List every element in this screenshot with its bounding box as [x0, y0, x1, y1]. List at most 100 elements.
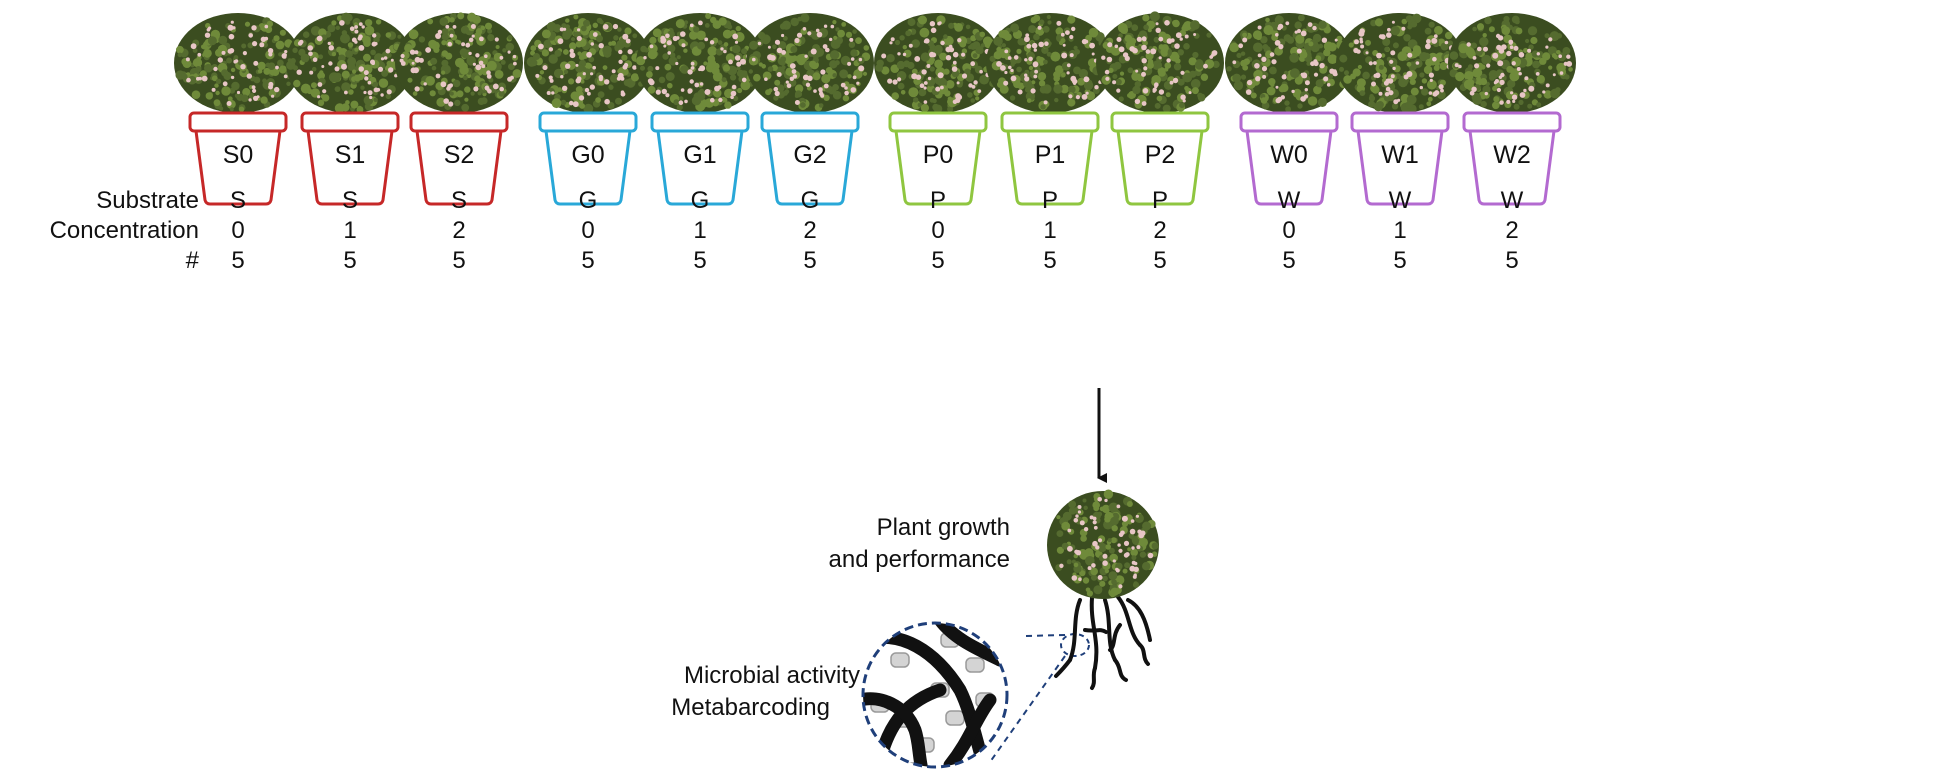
pot-s0: S0	[168, 0, 308, 210]
pot-label: W1	[1381, 141, 1419, 169]
pot-body	[766, 129, 854, 206]
pot-body	[894, 129, 982, 206]
microbe-cell	[965, 657, 985, 673]
plant-growth-label-line2: and performance	[828, 546, 1010, 573]
pot-p1: P1	[980, 0, 1120, 210]
plant-growth-label-line1: Plant growth	[876, 514, 1010, 541]
plant-foliage	[1096, 11, 1224, 113]
plant-foliage	[746, 13, 874, 113]
pot-label: S2	[443, 141, 475, 169]
cell-concentration-g0: 0	[581, 217, 595, 244]
plant-foliage	[1448, 13, 1576, 113]
microbial-label-line1: Microbial activity	[683, 662, 860, 689]
cell-concentration-g1: 1	[693, 217, 707, 244]
pot-body	[1356, 129, 1444, 206]
cell-count-s0: 5	[231, 247, 245, 274]
microbe-cell	[890, 652, 910, 668]
cell-concentration-w2: 2	[1505, 217, 1519, 244]
plant-foliage	[174, 13, 302, 113]
cell-count-g0: 5	[581, 247, 595, 274]
pot-graphic	[395, 12, 523, 206]
cell-substrate-g0: G	[578, 187, 598, 214]
pot-g2: G2	[740, 0, 880, 210]
cell-substrate-w2: W	[1500, 187, 1524, 214]
cell-substrate-g2: G	[800, 187, 820, 214]
plant-foliage	[636, 13, 764, 113]
cell-concentration-s0: 0	[231, 217, 245, 244]
plant-foliage	[1047, 489, 1159, 599]
pot-body	[656, 129, 744, 206]
plant-roots	[1054, 595, 1152, 690]
plant-foliage	[524, 13, 652, 114]
cell-count-p0: 5	[931, 247, 945, 274]
pot-label: G2	[793, 141, 827, 169]
cell-count-g2: 5	[803, 247, 817, 274]
pot-body	[306, 129, 394, 206]
pot-s1: S1	[280, 0, 420, 210]
cell-count-s2: 5	[452, 247, 466, 274]
cell-count-p1: 5	[1043, 247, 1057, 274]
cell-concentration-g2: 2	[803, 217, 817, 244]
pot-label: P0	[922, 141, 954, 169]
plant-foliage	[986, 13, 1114, 113]
cell-concentration-s2: 2	[452, 217, 466, 244]
pot-body	[1245, 129, 1333, 206]
pot-p0: P0	[868, 0, 1008, 210]
pot-body	[194, 129, 282, 206]
cell-substrate-s0: S	[229, 187, 246, 214]
pot-g1: G1	[630, 0, 770, 210]
pot-body	[1468, 129, 1556, 206]
pot-graphic	[1336, 13, 1464, 206]
pot-label: W2	[1493, 141, 1531, 169]
cell-count-w0: 5	[1282, 247, 1296, 274]
cell-substrate-s2: S	[450, 187, 467, 214]
pot-graphic	[746, 13, 874, 206]
cell-concentration-w0: 0	[1282, 217, 1296, 244]
pot-label: P2	[1144, 141, 1176, 169]
cell-concentration-s1: 1	[343, 217, 357, 244]
pot-body	[1006, 129, 1094, 206]
row-label-substrate: Substrate	[96, 187, 199, 214]
pot-p2: P2	[1090, 0, 1230, 210]
plant-foliage	[874, 13, 1002, 114]
cell-substrate-g1: G	[690, 187, 710, 214]
pot-label: W0	[1270, 141, 1308, 169]
cell-substrate-p0: P	[929, 187, 946, 214]
pot-label: G1	[683, 141, 717, 169]
cell-substrate-s1: S	[341, 187, 358, 214]
pot-graphic	[1096, 11, 1224, 206]
zoom-line-top	[1024, 634, 1066, 637]
pot-graphic	[286, 12, 414, 206]
microbe-cell	[945, 710, 965, 726]
pot-w1: W1	[1330, 0, 1470, 210]
pot-label: S1	[334, 141, 366, 169]
cell-count-p2: 5	[1153, 247, 1167, 274]
plant-foliage	[395, 12, 523, 113]
cell-count-g1: 5	[693, 247, 707, 274]
pot-label: G0	[571, 141, 605, 169]
pot-graphic	[174, 13, 302, 206]
plant-foliage	[1336, 13, 1464, 114]
pot-graphic	[1448, 13, 1576, 206]
cell-concentration-p2: 2	[1153, 217, 1167, 244]
rhizosphere-zoom-circle	[861, 621, 1009, 769]
row-label-count: #	[185, 247, 199, 274]
plant-foliage	[286, 12, 414, 114]
pot-body	[1116, 129, 1204, 206]
pot-graphic	[874, 13, 1002, 206]
pot-graphic	[986, 13, 1114, 206]
pot-g0: G0	[518, 0, 658, 210]
cell-count-s1: 5	[343, 247, 357, 274]
pot-w0: W0	[1219, 0, 1359, 210]
cell-count-w1: 5	[1393, 247, 1407, 274]
cell-substrate-w1: W	[1388, 187, 1412, 214]
cell-concentration-w1: 1	[1393, 217, 1407, 244]
pot-graphic	[524, 13, 652, 206]
cell-count-w2: 5	[1505, 247, 1519, 274]
cell-substrate-p2: P	[1151, 187, 1168, 214]
pot-body	[415, 129, 503, 206]
pot-w2: W2	[1442, 0, 1582, 210]
cell-concentration-p0: 0	[931, 217, 945, 244]
cell-concentration-p1: 1	[1043, 217, 1057, 244]
